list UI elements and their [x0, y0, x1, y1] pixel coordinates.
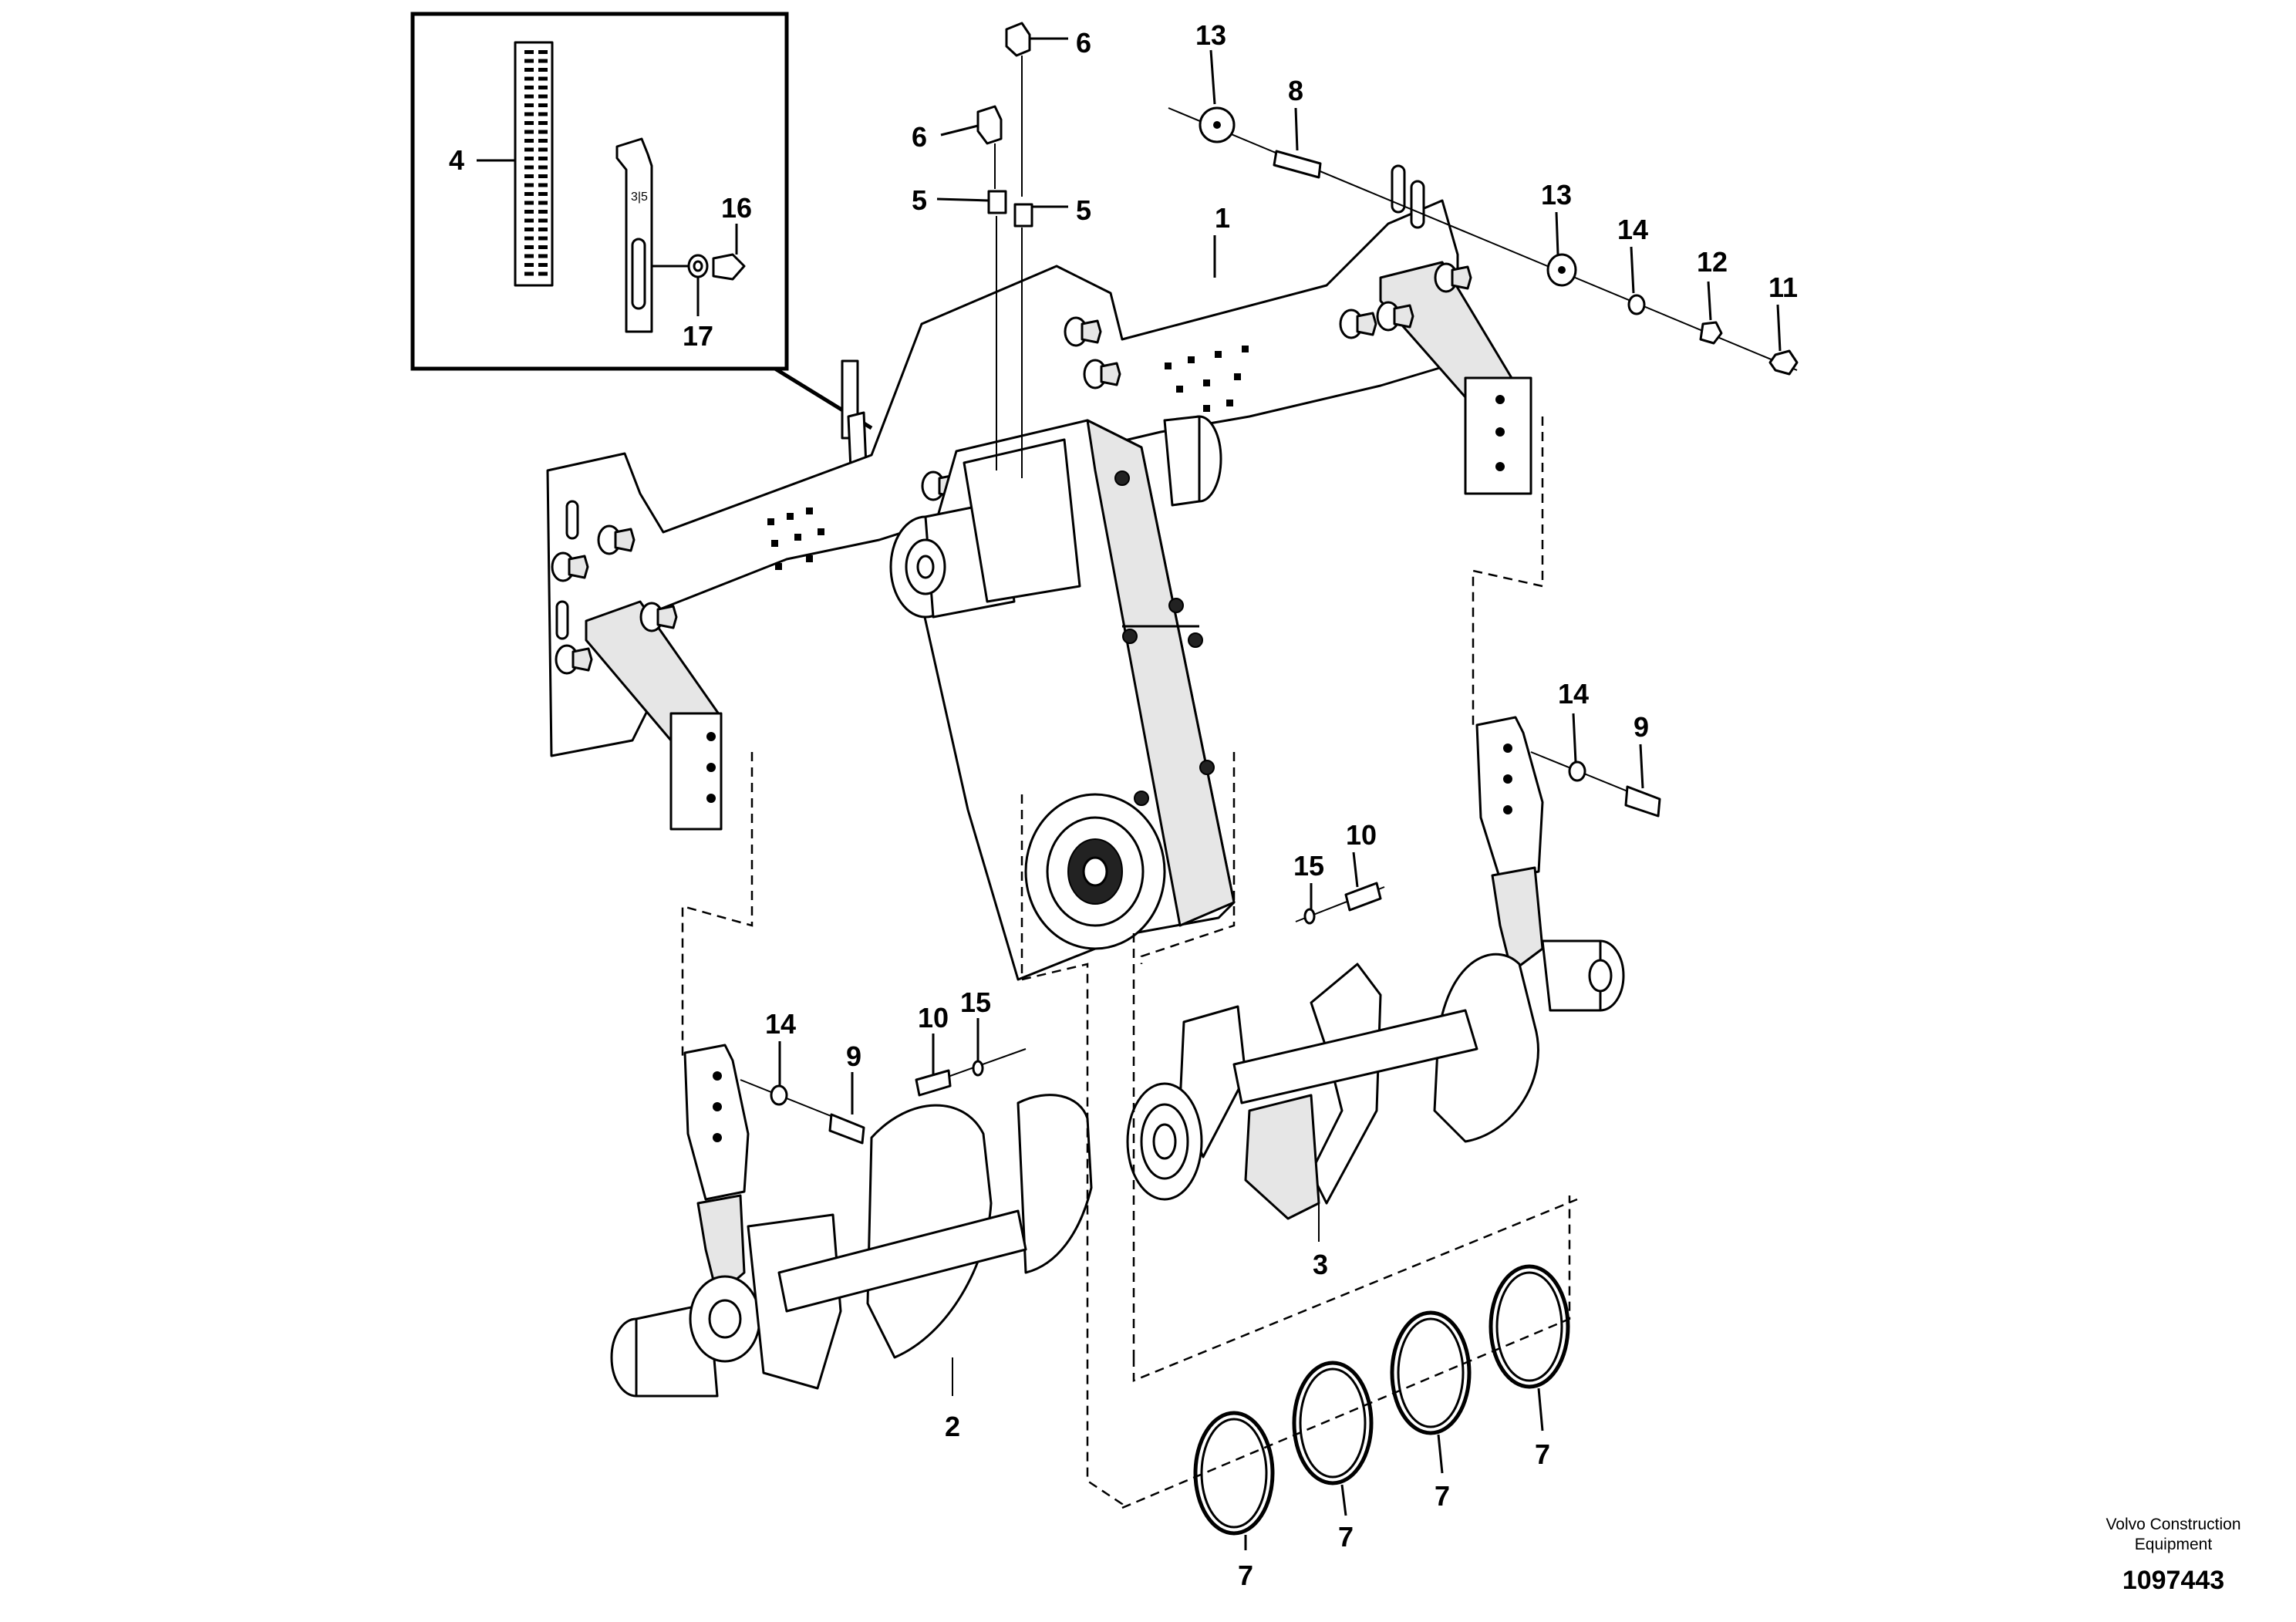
- left-auger-part-2: [747, 1094, 1093, 1396]
- svg-text:3|5: 3|5: [631, 191, 648, 204]
- callout-4: 4: [449, 144, 464, 176]
- callout-15a: 15: [1293, 850, 1324, 882]
- hydraulic-fittings: [976, 22, 1033, 478]
- nut-part-12: [1699, 321, 1723, 345]
- bolt-part-10a: [1344, 882, 1382, 912]
- fitting-5b: [1013, 203, 1033, 228]
- drawing-footer: Volvo Construction Equipment 1097443: [2106, 1516, 2240, 1595]
- callout-13b: 13: [1541, 179, 1572, 211]
- right-arm: [1379, 261, 1532, 495]
- o-rings-part-7: [1193, 1264, 1570, 1536]
- callout-9b: 9: [846, 1040, 861, 1072]
- right-auger-part-3: [1126, 953, 1539, 1242]
- callout-14a: 14: [1617, 214, 1648, 245]
- bolt-part-9b: [828, 1113, 865, 1145]
- left-bolt-set: [740, 1048, 1027, 1145]
- frame-mount-bolts: [551, 262, 1472, 675]
- callout-8: 8: [1288, 75, 1303, 106]
- callout-13a: 13: [1195, 19, 1226, 51]
- callout-2: 2: [945, 1411, 960, 1442]
- callout-14c: 14: [765, 1008, 796, 1040]
- callout-5b: 5: [1076, 194, 1091, 226]
- fitting-5a: [987, 190, 1007, 214]
- detail-inset: 3|5: [410, 12, 873, 507]
- callout-6a: 6: [1076, 27, 1091, 59]
- pin-part-8: [1273, 150, 1322, 179]
- callout-10b: 10: [918, 1002, 949, 1034]
- scale-strip-part-4: [514, 41, 554, 287]
- callout-14b: 14: [1558, 678, 1589, 710]
- bolt-part-9a: [1624, 785, 1661, 818]
- washer-part-15b: [972, 1060, 984, 1077]
- callout-7a: 7: [1238, 1560, 1253, 1591]
- nut-part-11: [1768, 349, 1799, 376]
- callout-17: 17: [683, 320, 713, 352]
- callout-9a: 9: [1633, 711, 1649, 743]
- left-auger-bracket: [610, 1044, 761, 1398]
- washer-part-15a: [1303, 908, 1316, 925]
- callout-16: 16: [721, 192, 752, 224]
- callout-15b: 15: [960, 986, 991, 1018]
- right-bolt-set: [1530, 751, 1661, 818]
- company-name-line1: Volvo Construction: [2106, 1516, 2240, 1533]
- right-auger-bracket: [1475, 716, 1625, 1012]
- indicator-bracket: 3|5: [615, 137, 653, 333]
- washer-part-14b: [1568, 760, 1586, 782]
- drive-housing: [889, 415, 1236, 981]
- center-bolt-set: [1295, 882, 1385, 925]
- pivot-bolt-assembly: [1168, 106, 1799, 376]
- callout-leaders: [778, 37, 1782, 1550]
- callout-7c: 7: [1435, 1480, 1450, 1512]
- callout-10a: 10: [1346, 819, 1377, 851]
- callout-12: 12: [1697, 246, 1728, 278]
- callout-11: 11: [1768, 271, 1798, 303]
- callout-7b: 7: [1338, 1521, 1354, 1553]
- washer-part-14c: [770, 1084, 788, 1106]
- callout-labels: 1 2 3 4 5 5 6 6 7 7 7 7 8 9 9 10 10 11 1…: [449, 19, 1798, 1591]
- washer-part-14a: [1627, 294, 1646, 315]
- callout-6b: 6: [912, 121, 927, 153]
- drawing-number: 1097443: [2122, 1566, 2224, 1595]
- bolt-part-10b: [915, 1069, 952, 1097]
- callout-3: 3: [1313, 1249, 1328, 1280]
- callout-5a: 5: [912, 184, 927, 216]
- callout-7d: 7: [1535, 1438, 1550, 1470]
- elbow-fitting-6a: [1005, 22, 1031, 57]
- bolt-part-16: [712, 253, 746, 281]
- callout-1: 1: [1215, 202, 1230, 234]
- elbow-fitting-6b: [976, 105, 1003, 145]
- assembly-guide-lines: [681, 416, 1578, 1509]
- company-name-line2: Equipment: [2135, 1536, 2213, 1553]
- left-arm: [585, 600, 723, 831]
